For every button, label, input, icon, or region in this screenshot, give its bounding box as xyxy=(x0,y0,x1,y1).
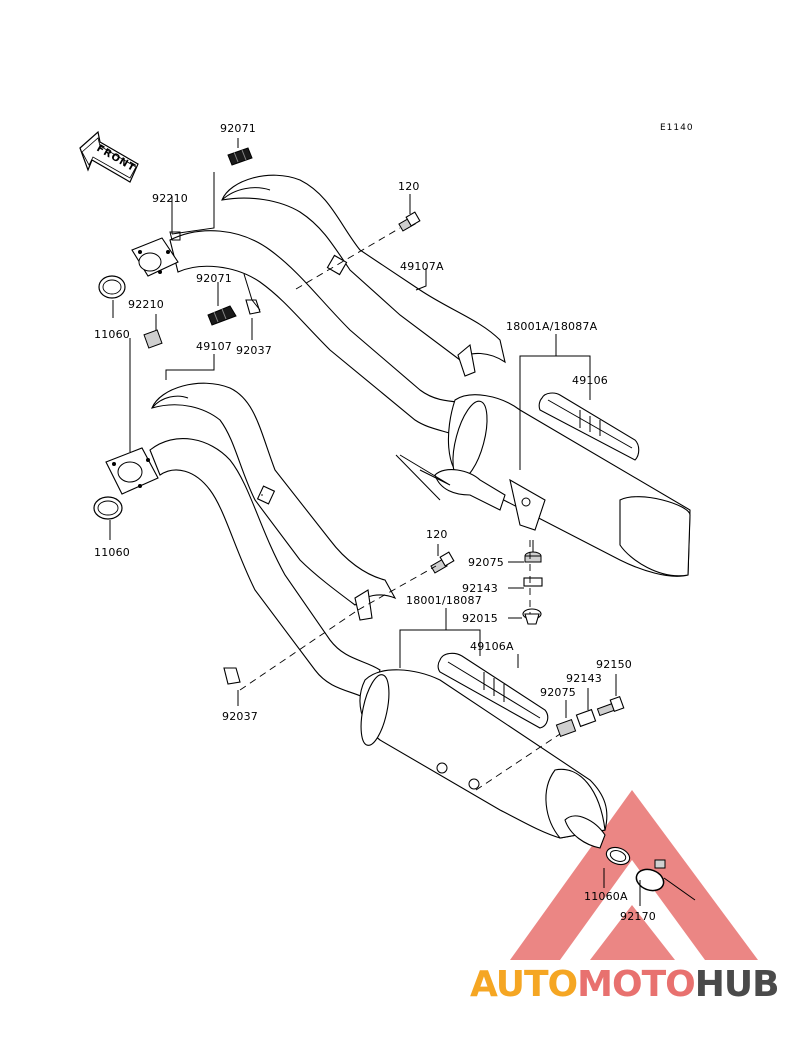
label-11060A: 11060A xyxy=(584,890,628,903)
label-92015: 92015 xyxy=(462,612,498,625)
collar-92143-bottom xyxy=(575,708,597,728)
upper-exhaust-assembly xyxy=(169,174,691,577)
label-92150: 92150 xyxy=(596,658,632,671)
gasket-11060A xyxy=(605,846,631,866)
grommet-92075-top xyxy=(524,540,542,563)
leader-lines xyxy=(109,138,641,906)
upper-flange xyxy=(131,231,181,277)
rubber-pad-mid xyxy=(207,305,237,326)
watermark-auto: AUTO xyxy=(470,964,577,1005)
watermark-moto: MOTO xyxy=(577,964,695,1005)
collar-92210 xyxy=(143,329,163,349)
damper-92015 xyxy=(522,608,542,625)
rubber-pad-top xyxy=(227,147,253,166)
collar-92143-top xyxy=(523,577,543,587)
watermark-logo-text: AUTOMOTOHUB xyxy=(470,964,780,1005)
label-49106: 49106 xyxy=(572,374,608,387)
lower-flange xyxy=(105,447,159,495)
label-49107: 49107 xyxy=(196,340,232,353)
label-92037-top: 92037 xyxy=(236,344,272,357)
lower-header-pipe xyxy=(149,437,381,701)
label-92210-top: 92210 xyxy=(152,192,188,205)
upper-heat-shield xyxy=(221,174,506,364)
gasket-ring-upper xyxy=(98,275,126,299)
diagram-code: E1140 xyxy=(660,123,694,133)
grommet-92075-bottom xyxy=(555,718,577,738)
label-92071-mid: 92071 xyxy=(196,272,232,285)
label-49107A: 49107A xyxy=(400,260,444,273)
bolt-120-bottom xyxy=(430,551,455,574)
label-92075-bottom: 92075 xyxy=(540,686,576,699)
alignment-lines xyxy=(239,227,561,791)
label-92075-top: 92075 xyxy=(468,556,504,569)
bracket-92037-top xyxy=(245,299,261,315)
upper-end-cover-49106 xyxy=(538,392,640,461)
label-92071-top: 92071 xyxy=(220,122,256,135)
lower-exhaust-assembly xyxy=(149,382,608,849)
label-92143-top: 92143 xyxy=(462,582,498,595)
label-120-top: 120 xyxy=(398,180,420,193)
label-11060-top: 11060 xyxy=(94,328,130,341)
label-92210-mid: 92210 xyxy=(128,298,164,311)
label-18001A-18087A: 18001A/18087A xyxy=(506,320,598,333)
label-18001-18087: 18001/18087 xyxy=(406,594,482,607)
label-92170: 92170 xyxy=(620,910,656,923)
label-49106A: 49106A xyxy=(470,640,514,653)
lower-end-cover-49106A xyxy=(437,652,549,729)
label-92143-bottom: 92143 xyxy=(566,672,602,685)
bracket-92037-bottom xyxy=(223,667,241,685)
label-92037-bottom: 92037 xyxy=(222,710,258,723)
clamp-92170 xyxy=(635,859,666,892)
label-120-bottom: 120 xyxy=(426,528,448,541)
watermark-logo-triangle xyxy=(510,790,758,960)
bolt-120-top xyxy=(398,211,421,232)
gasket-ring-lower xyxy=(93,496,123,520)
watermark-hub: HUB xyxy=(695,964,779,1005)
svg-text:AUTOMOTOHUB: AUTOMOTOHUB xyxy=(470,964,779,1005)
label-11060-bottom: 11060 xyxy=(94,546,130,559)
front-arrow-icon: FRONT xyxy=(79,130,139,183)
bolt-92150 xyxy=(596,695,625,717)
